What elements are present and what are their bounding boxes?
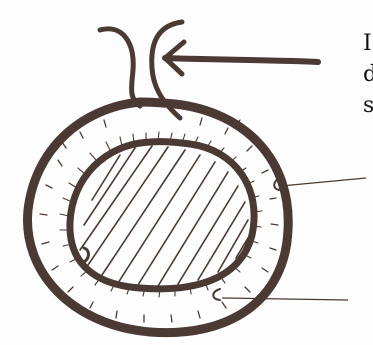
caption-line-2: d: [363, 59, 373, 90]
caption-text: I d s: [363, 28, 373, 121]
caption-line-3: s: [363, 90, 373, 121]
caption-line-1: I: [363, 28, 373, 59]
